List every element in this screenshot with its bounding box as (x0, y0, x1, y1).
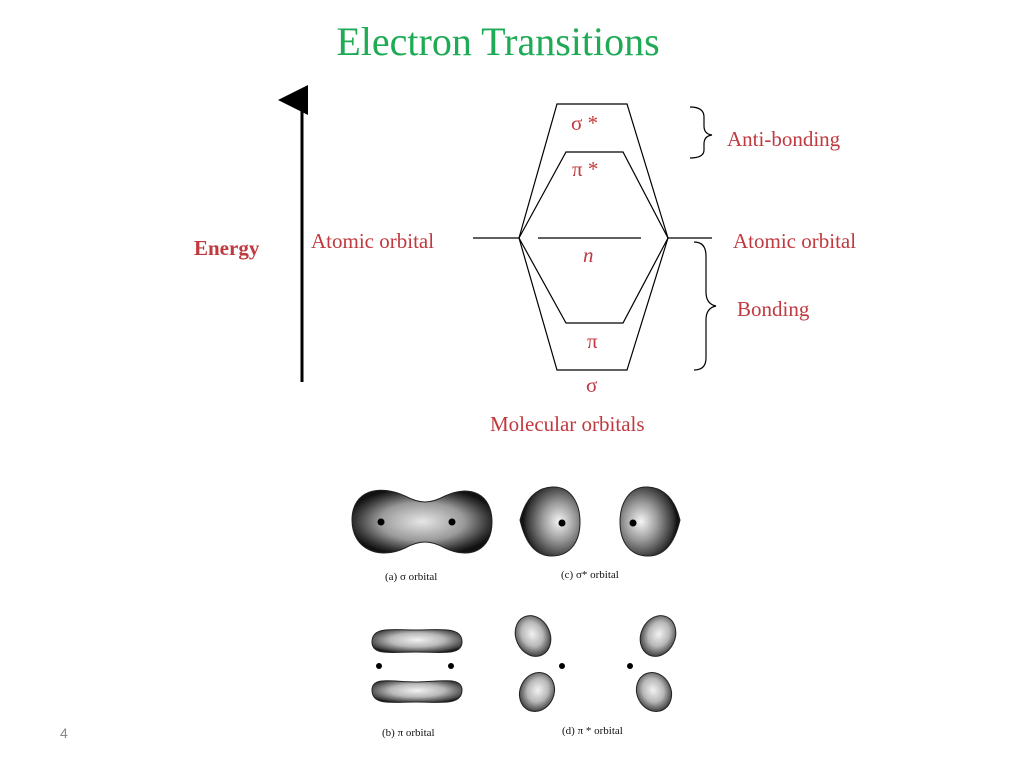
pi-star-level-label: π * (572, 157, 599, 181)
sigma-star-level-label: σ * (571, 111, 599, 135)
pi-star-orbital-caption: (d) π * orbital (562, 725, 623, 737)
antibonding-label: Anti-bonding (727, 127, 841, 151)
sigma-star-connector (518, 103, 669, 239)
pi-connector (518, 237, 669, 324)
pi-star-orbital-image (514, 615, 677, 712)
pi-orbital-image (371, 629, 463, 703)
sigma-connector (518, 237, 669, 371)
n-level-label: n (583, 243, 594, 267)
atomic-orbital-left-label: Atomic orbital (311, 229, 435, 253)
sigma-orbital-caption: (a) σ orbital (385, 571, 437, 583)
antibonding-brace (689, 106, 713, 159)
atomic-orbital-right-label: Atomic orbital (733, 229, 857, 253)
pi-star-connector (518, 151, 669, 239)
pi-orbital-caption: (b) π orbital (382, 727, 435, 739)
bonding-brace (693, 241, 717, 371)
sigma-star-orbital-image (519, 486, 681, 557)
bonding-label: Bonding (737, 297, 810, 321)
energy-label: Energy (194, 236, 260, 260)
molecular-orbitals-label: Molecular orbitals (490, 412, 645, 436)
pi-level-label: π (587, 329, 598, 353)
page-number: 4 (60, 725, 68, 741)
sigma-level-label: σ (586, 373, 598, 397)
sigma-orbital-image (351, 489, 493, 554)
sigma-star-orbital-caption: (c) σ* orbital (561, 569, 619, 581)
slide-title: Electron Transitions (336, 19, 660, 64)
